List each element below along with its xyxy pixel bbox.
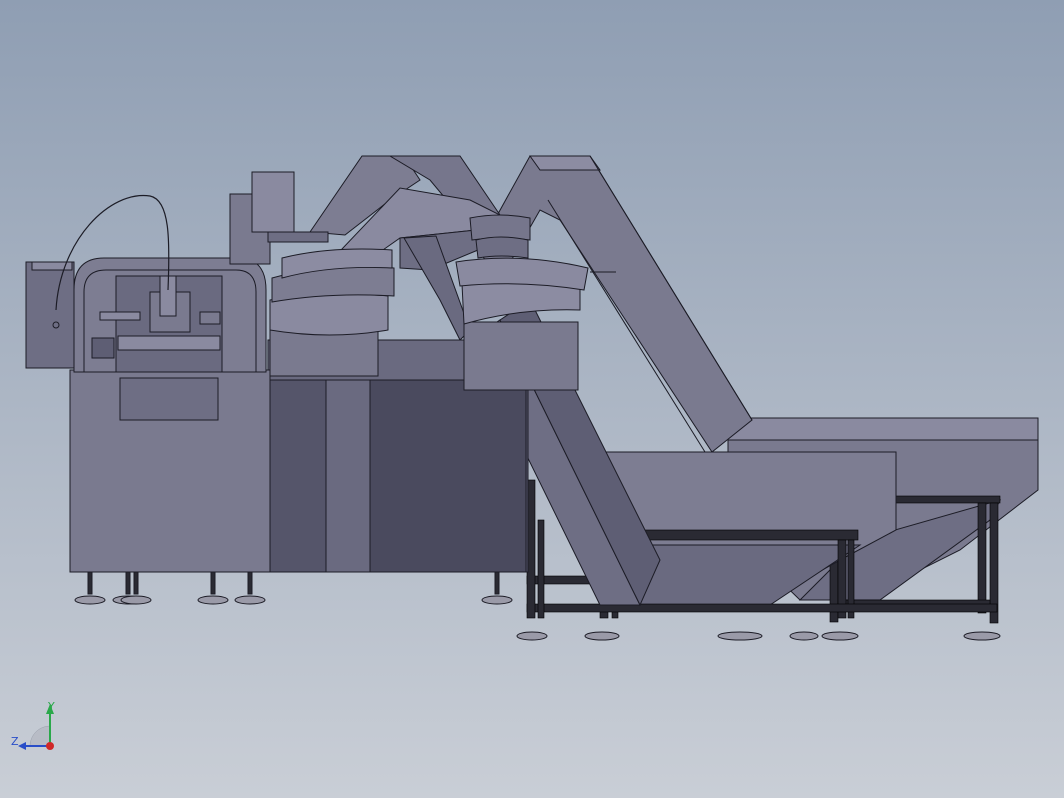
triad-z-label: Z xyxy=(11,735,19,748)
right-incline-conveyor xyxy=(477,155,753,453)
left-bowl-feeder xyxy=(269,248,395,377)
left-machine-housing xyxy=(25,171,329,573)
triad-z-arrow-icon xyxy=(18,742,26,750)
leveling-feet-left xyxy=(74,571,513,605)
coordinate-triad[interactable]: Y Z xyxy=(11,700,55,750)
main-cabinet xyxy=(267,339,529,573)
right-bowl-feeder xyxy=(455,214,616,391)
triad-x-axis-dot xyxy=(46,742,54,750)
triad-y-arrow-icon xyxy=(46,704,54,714)
leveling-feet-right xyxy=(516,631,1001,641)
triad-y-label: Y xyxy=(47,700,55,713)
